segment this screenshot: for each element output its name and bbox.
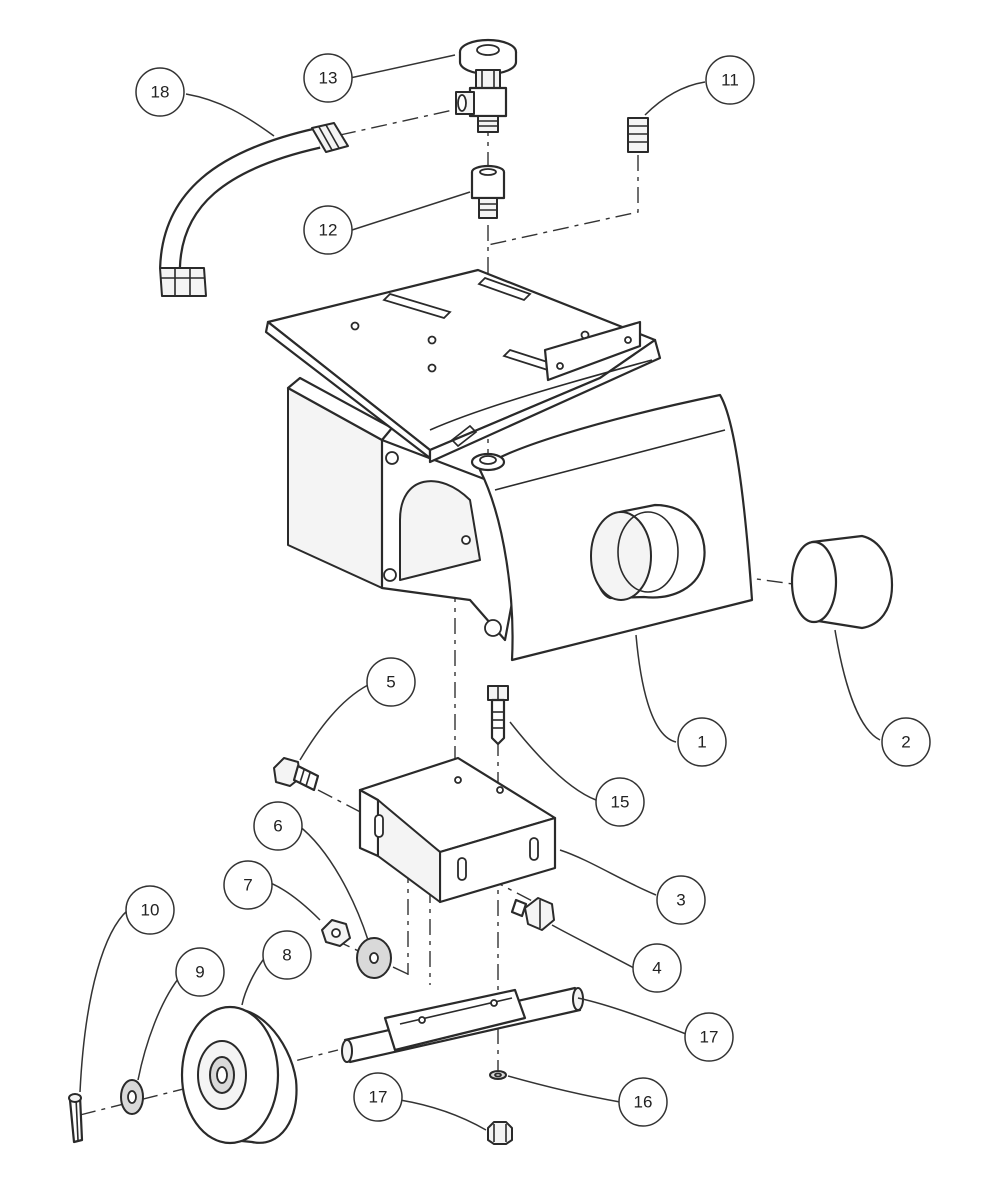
callout-12: 12 (303, 205, 353, 255)
callout-7: 7 (223, 860, 273, 910)
callout-18-label: 18 (151, 83, 170, 102)
housing-part-1 (264, 268, 754, 662)
washer-part-6 (356, 937, 392, 979)
callout-16-label: 16 (634, 1093, 653, 1112)
callout-17-nut: 17 (353, 1072, 403, 1122)
callout-5: 5 (366, 657, 416, 707)
callout-5-label: 5 (386, 673, 395, 692)
callouts: 18 13 11 12 5 1 2 15 (125, 53, 931, 1127)
leader-lines (79, 54, 881, 1131)
callout-6: 6 (253, 801, 303, 851)
callout-9-label: 9 (195, 963, 204, 982)
callout-8-label: 8 (282, 946, 291, 965)
callout-8: 8 (262, 930, 312, 980)
adapter-part-12 (470, 164, 506, 219)
callout-1: 1 (677, 717, 727, 767)
wheel-part-8 (180, 1005, 298, 1145)
nut-part-7 (321, 919, 351, 947)
cap-part-2 (790, 534, 894, 630)
callout-13-label: 13 (319, 69, 338, 88)
callout-12-label: 12 (319, 221, 338, 240)
nut-part-17 (487, 1121, 513, 1145)
callout-16: 16 (618, 1077, 668, 1127)
callout-18: 18 (135, 67, 185, 117)
callout-7-label: 7 (243, 876, 252, 895)
valve-fitting-part-13 (455, 38, 518, 133)
callout-3-label: 3 (676, 891, 685, 910)
callout-1-label: 1 (697, 733, 706, 752)
callout-2: 2 (881, 717, 931, 767)
callout-15: 15 (595, 777, 645, 827)
callout-2-label: 2 (901, 733, 910, 752)
callout-10-label: 10 (141, 901, 160, 920)
callout-4-label: 4 (652, 959, 661, 978)
callout-15-label: 15 (611, 793, 630, 812)
callout-3: 3 (656, 875, 706, 925)
hose-part-18 (159, 122, 349, 297)
callout-13: 13 (303, 53, 353, 103)
callout-9: 9 (175, 947, 225, 997)
callout-10: 10 (125, 885, 175, 935)
callout-11: 11 (705, 55, 755, 105)
callout-11-label: 11 (721, 71, 739, 90)
callout-6-label: 6 (273, 817, 282, 836)
callout-4: 4 (632, 943, 682, 993)
callout-17-nut-label: 17 (369, 1088, 388, 1107)
lockwasher-part-16 (489, 1070, 507, 1080)
callout-17-axle-label: 17 (700, 1028, 719, 1047)
pin-part-10 (68, 1093, 84, 1144)
washer-part-9 (120, 1079, 144, 1115)
plug-part-11 (627, 117, 649, 153)
bolt-part-15 (487, 685, 509, 746)
bracket-part-3 (358, 756, 557, 904)
axle-part-17 (341, 986, 584, 1064)
bolt-part-5 (273, 757, 320, 792)
callout-17-axle: 17 (684, 1012, 734, 1062)
bolt-part-4 (510, 897, 555, 931)
